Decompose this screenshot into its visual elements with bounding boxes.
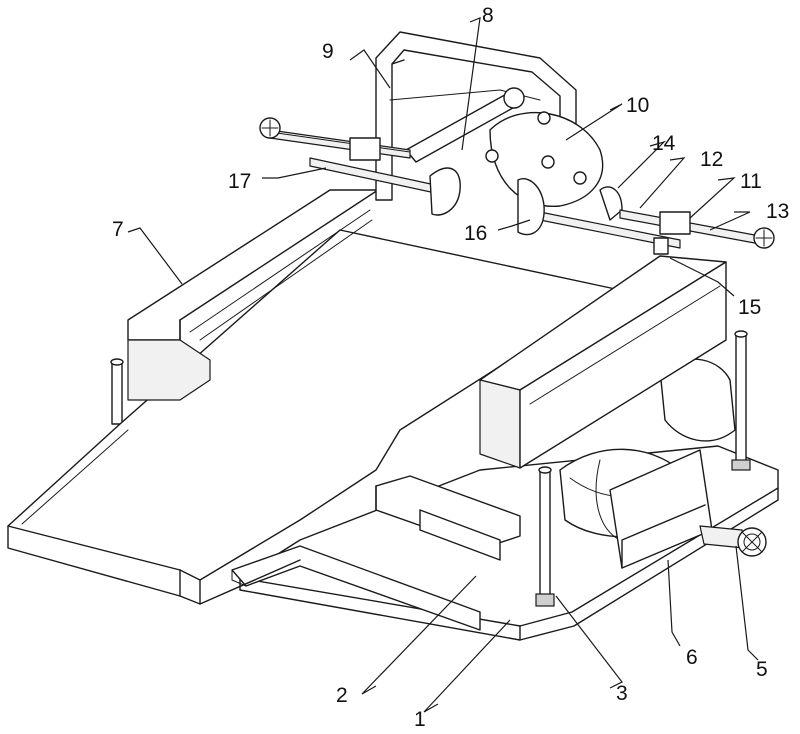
motor-assembly [559, 358, 767, 569]
callout-1: 1 [414, 708, 426, 731]
work-table [7, 229, 621, 605]
posts [110, 330, 751, 607]
callout-13: 13 [766, 200, 789, 223]
callout-2: 2 [336, 684, 348, 707]
callout-16: 16 [464, 222, 487, 245]
callout-5: 5 [756, 658, 768, 681]
right-rail [479, 255, 727, 469]
callout-9: 9 [322, 40, 334, 63]
callout-14: 14 [652, 132, 676, 155]
callout-10: 10 [626, 94, 649, 117]
left-rail [127, 189, 379, 401]
callout-labels: 8 9 10 14 12 11 13 15 16 17 7 2 1 3 6 5 [112, 4, 789, 731]
callout-6: 6 [686, 646, 698, 669]
callout-11: 11 [740, 170, 762, 193]
callout-8: 8 [482, 4, 494, 27]
callout-3: 3 [616, 682, 628, 705]
screw-shafts [259, 117, 775, 255]
callout-7: 7 [112, 218, 124, 241]
callout-12: 12 [700, 148, 723, 171]
leader-lines [127, 17, 759, 713]
callout-17: 17 [228, 170, 251, 193]
lower-frame [231, 475, 521, 631]
callout-15: 15 [738, 296, 761, 319]
